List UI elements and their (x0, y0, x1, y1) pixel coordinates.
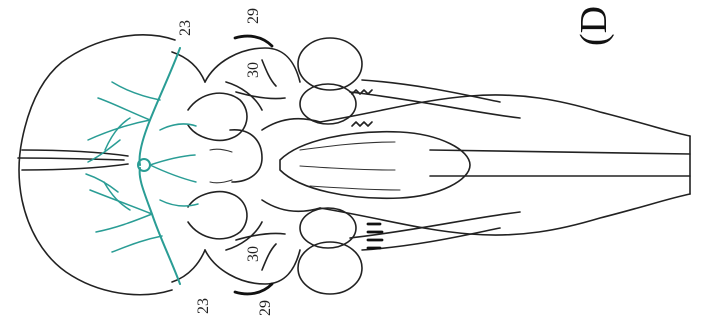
arterial-vessels (86, 48, 198, 284)
label-30-bottom: 30 (245, 246, 262, 262)
panel-label: (D (573, 6, 615, 46)
label-30-top: 30 (245, 62, 262, 78)
label-29-top: 29 (245, 8, 262, 24)
midbrain-outline (188, 48, 300, 284)
forebrain-outline (18, 35, 205, 295)
label-23-top: 23 (177, 20, 194, 36)
label-23-bottom: 23 (195, 298, 212, 314)
brainstem-outline (262, 80, 690, 250)
label-29-bottom: 29 (257, 300, 274, 316)
